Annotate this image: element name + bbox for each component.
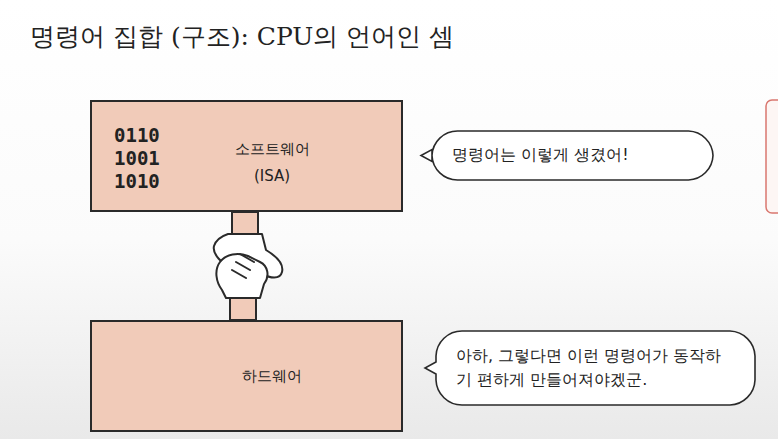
speech-bubble: 명령어는 이렇게 생겼어!	[420, 130, 714, 181]
hardware-box: 하드웨어	[90, 320, 403, 432]
bubble-outline	[424, 330, 756, 406]
speech-text: 명령어는 이렇게 생겼어!	[452, 144, 692, 166]
handshake-icon	[214, 212, 283, 320]
speech-bubble: 아하, 그렇다면 이런 명령어가 동작하기 편하게 만들어져야겠군.	[424, 330, 756, 406]
binary-code: 0110 1001 1010	[114, 124, 174, 192]
bubble-outline	[425, 331, 755, 405]
speech-text: 아하, 그렇다면 이런 명령어가 동작하기 편하게 만들어져야겠군.	[456, 344, 734, 392]
software-box: 0110 1001 1010 소프트웨어 (ISA)	[90, 100, 403, 212]
box-label: 하드웨어	[222, 366, 322, 387]
bubble-outline	[421, 131, 713, 180]
partial-box	[766, 100, 778, 213]
page-title: 명령어 집합 (구조): CPU의 언어인 셈	[30, 20, 454, 53]
box-label: 소프트웨어 (ISA)	[222, 136, 322, 190]
